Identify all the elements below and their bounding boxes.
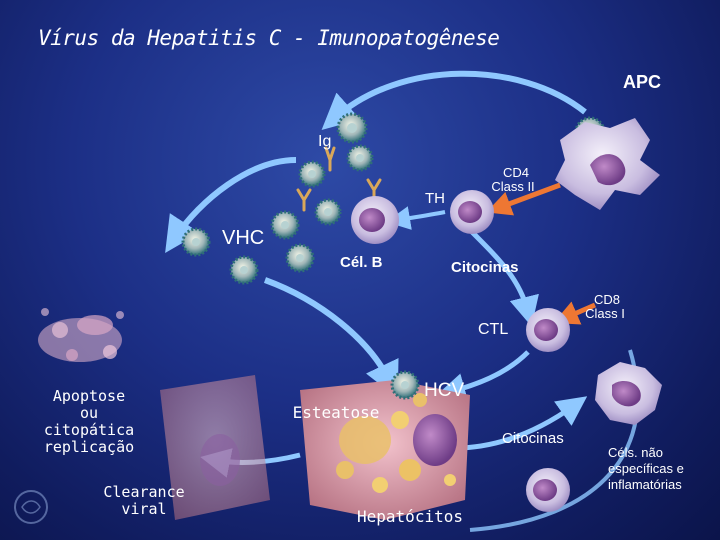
arrow-cytokines-to-inflammatory — [454, 396, 588, 451]
label-apc: APC — [623, 72, 662, 92]
arrow-th-to-ctl — [470, 230, 539, 327]
arrow-th-to-b — [386, 206, 446, 230]
label-esteatose: Esteatose — [292, 403, 380, 422]
arrow-cd8 — [553, 301, 596, 325]
antibodies — [296, 146, 382, 212]
label-citocinas-bottom: Citocinas — [502, 430, 564, 447]
b-cell — [351, 196, 399, 244]
hepatocyte-left — [160, 375, 270, 520]
label-th: TH — [425, 190, 445, 207]
apc-cell — [555, 118, 660, 210]
label-cel-b: Cél. B — [340, 254, 383, 271]
label-cd8: CD8 — [593, 292, 620, 307]
label-ctl: CTL — [478, 321, 509, 338]
inflammatory-cells — [526, 362, 662, 512]
slide-title: Vírus da Hepatitis C - Imunopatogênese — [38, 26, 500, 50]
arrow-cd4 — [486, 182, 561, 216]
label-hcv: HCV — [424, 380, 465, 401]
logo-seal — [14, 490, 48, 524]
arrow-ctl-to-hepatocyte — [435, 350, 530, 403]
hepatocyte-center — [300, 380, 470, 520]
arrow-vhc-to-hepatocyte — [263, 277, 399, 399]
label-class-i: Class I — [585, 306, 625, 321]
arrow-ig-to-vhc — [165, 157, 297, 254]
label-ig: Ig — [318, 133, 332, 150]
arrow-apc-to-b — [321, 70, 587, 130]
virus-particles — [181, 112, 606, 400]
th-cell — [450, 190, 494, 234]
ctl-cell — [526, 308, 570, 352]
label-hepatocitos: Hepatócitos — [357, 507, 463, 526]
label-class-ii: Class II — [491, 179, 535, 194]
label-cd4: CD4 — [502, 165, 529, 180]
apoptotic-debris — [38, 308, 124, 362]
label-vhc: VHC — [222, 227, 265, 249]
label-citocinas-top: Citocinas — [451, 259, 519, 276]
